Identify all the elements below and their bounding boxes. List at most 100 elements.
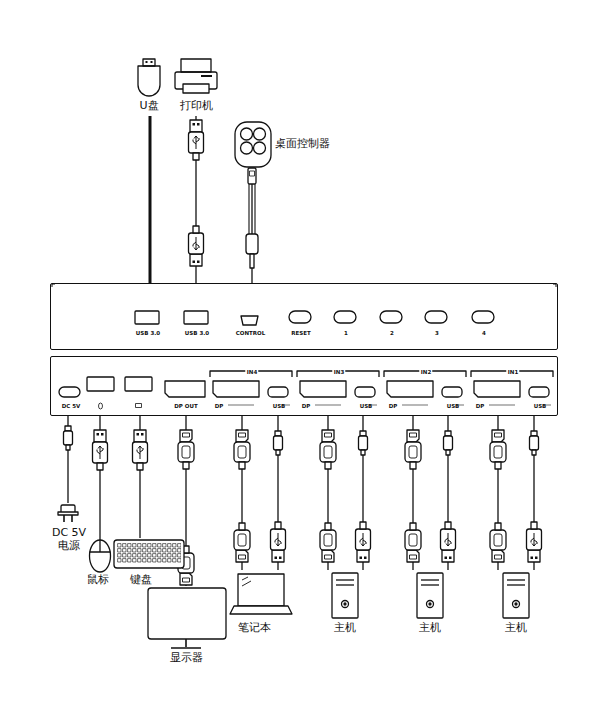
host-pc: 主机: [411, 570, 455, 636]
port-label: DP: [389, 403, 398, 409]
device-drawing: [238, 574, 284, 606]
port-label: CONTROL: [236, 330, 265, 336]
device-drawing: [250, 254, 254, 268]
device-drawing: [148, 588, 226, 639]
device-drawing: [133, 430, 148, 470]
device-drawing: [444, 431, 453, 455]
device-label: 鼠标: [87, 574, 109, 587]
device-drawing: [93, 430, 108, 470]
laptop: 笔记本: [228, 570, 294, 638]
device-label: 笔记本: [238, 622, 271, 635]
device-label: DC 5V 电源: [49, 527, 89, 552]
device-drawing: [387, 381, 433, 397]
port-label: 1: [344, 330, 348, 336]
device-drawing: [250, 171, 255, 176]
device-label: U盘: [139, 100, 158, 113]
device-drawing: [490, 523, 506, 562]
device-drawing: [442, 387, 462, 397]
device-drawing: [300, 381, 346, 397]
device-drawing: [380, 311, 402, 323]
port-label: IN4: [245, 369, 258, 375]
device-drawing: [64, 426, 73, 450]
device-drawing: [289, 311, 311, 323]
power-supply: DC 5V 电源: [48, 503, 90, 561]
port-label: IN1: [506, 369, 519, 375]
device-drawing: [417, 573, 443, 618]
port-label: DP: [302, 403, 311, 409]
device-drawing: [405, 430, 421, 469]
device-drawing: [125, 377, 152, 391]
host-pc: 主机: [496, 570, 540, 636]
device-drawing: [99, 403, 103, 409]
port-label: USB: [534, 403, 547, 409]
device-drawing: [359, 431, 368, 455]
device-drawing: [334, 311, 356, 323]
device-drawing: [503, 573, 529, 618]
device-drawing: [184, 311, 208, 324]
device-drawing: [246, 234, 258, 254]
device-drawing: [165, 381, 205, 397]
device-drawing: [472, 311, 494, 323]
device-drawing: [254, 142, 266, 154]
device-label: 键盘: [130, 574, 152, 587]
device-drawing: [210, 371, 553, 405]
port-label: 3: [435, 330, 439, 336]
port-label: DP OUT: [174, 403, 197, 409]
device-drawing: [136, 404, 142, 408]
port-label: USB: [273, 403, 286, 409]
device-drawing: [181, 59, 211, 72]
device-drawing: [530, 431, 539, 455]
device-drawing: [143, 59, 155, 66]
device-drawing: [234, 523, 250, 562]
device-drawing: [320, 523, 336, 562]
device-drawing: [441, 522, 456, 562]
device-drawing: [235, 122, 271, 167]
device-label: 主机: [505, 622, 527, 635]
host-pc: 主机: [326, 570, 370, 636]
port-label: 2: [390, 330, 394, 336]
printer: 打印机: [172, 56, 220, 116]
device-drawing: [135, 311, 159, 324]
device-drawing: [183, 84, 209, 93]
port-label: 4: [482, 330, 486, 336]
port-label: DP: [476, 403, 485, 409]
device-drawing: [241, 128, 253, 140]
device-drawing: [254, 128, 266, 140]
device-drawing: [178, 430, 194, 469]
device-drawing: [90, 540, 111, 552]
device-drawing: [114, 540, 184, 568]
desk-controller: 桌面控制器: [232, 120, 344, 170]
front-panel: USB 3.0USB 3.0CONTROLRESET1234: [50, 283, 558, 350]
device-drawing: [529, 387, 549, 397]
cable: [149, 116, 152, 283]
device-drawing: [151, 61, 153, 63]
device-label: 主机: [334, 622, 356, 635]
back-panel: DC 5VDP OUTIN4DPUSBIN3DPUSBIN2DPUSBIN1DP…: [50, 356, 558, 416]
port-label: USB: [447, 403, 460, 409]
device-drawing: [332, 573, 358, 618]
device-drawing: [52, 284, 556, 287]
device-label: 主机: [419, 622, 441, 635]
device-drawing: [201, 75, 212, 77]
device-drawing: [355, 387, 375, 397]
device-drawing: [268, 387, 288, 397]
device-drawing: [138, 66, 160, 96]
device-drawing: [242, 577, 251, 586]
device-drawing: [425, 311, 447, 323]
device-drawing: [90, 540, 111, 572]
usb-drive: U盘: [133, 56, 165, 116]
monitor: 显示器: [146, 586, 228, 666]
device-drawing: [230, 606, 292, 614]
device-drawing: [189, 120, 204, 160]
port-label: DP: [215, 403, 224, 409]
device-drawing: [490, 430, 506, 469]
device-drawing: [356, 522, 371, 562]
device-drawing: [117, 543, 181, 563]
port-label: RESET: [291, 330, 310, 336]
device-drawing: [59, 387, 80, 397]
port-label: USB: [360, 403, 373, 409]
device-label: 显示器: [170, 652, 203, 665]
device-drawing: [320, 430, 336, 469]
device-drawing: [274, 431, 283, 455]
